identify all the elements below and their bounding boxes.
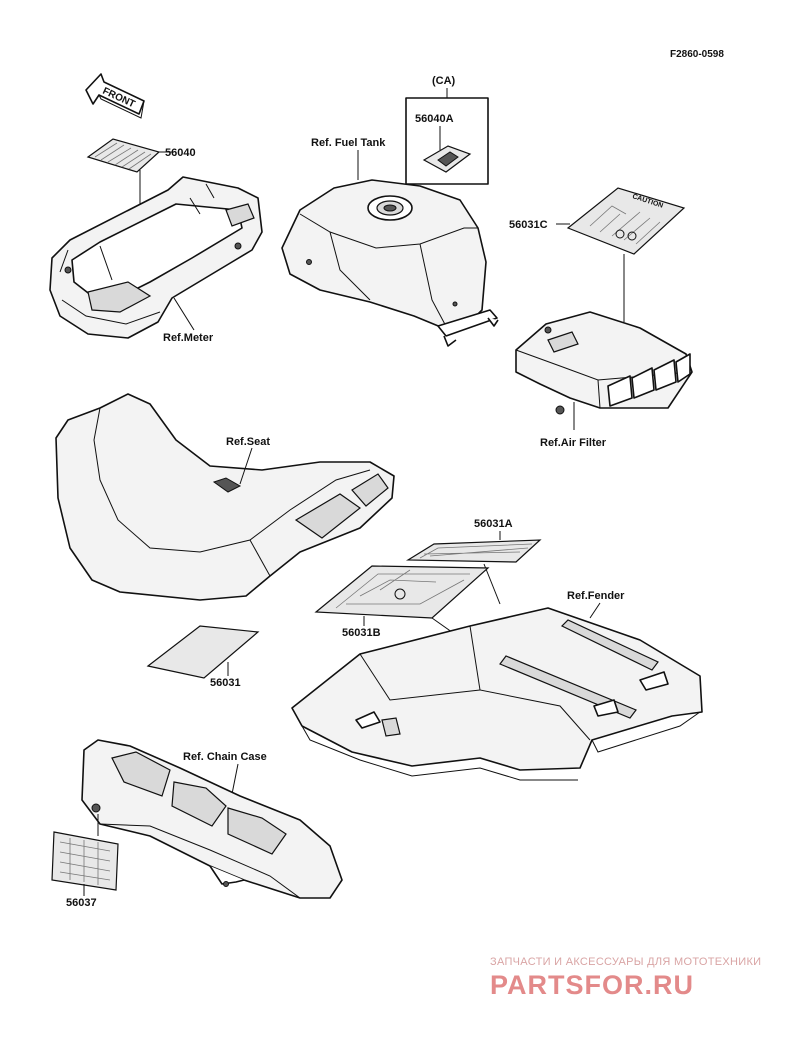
label-fuel-tank: Ref. Fuel Tank: [311, 137, 386, 149]
ca-56040A: (CA) 56040A: [405, 75, 489, 185]
label-56031: 56031: [210, 677, 241, 689]
watermark-logo: PARTSFOR.RU: [490, 970, 694, 1000]
seat-part: Ref.Seat: [55, 393, 395, 601]
decal-56031A: 56031A: [405, 518, 542, 605]
watermark-tagline: ЗАПЧАСТИ И АКСЕССУАРЫ ДЛЯ МОТОТЕХНИКИ: [490, 956, 761, 968]
label-56040: 56040: [165, 147, 196, 159]
decal-56037: 56037: [51, 831, 119, 909]
label-air-filter: Ref.Air Filter: [540, 437, 607, 449]
label-56031B: 56031B: [342, 627, 381, 639]
label-fender: Ref.Fender: [567, 590, 625, 602]
meter-part: Ref.Meter: [49, 176, 263, 344]
decal-56040: 56040: [86, 138, 196, 222]
label-56037: 56037: [66, 897, 97, 909]
label-meter: Ref.Meter: [163, 332, 214, 344]
decal-56031: 56031: [146, 625, 260, 689]
air-filter-part: Ref.Air Filter: [515, 311, 693, 449]
decal-56031B: 56031B: [314, 565, 490, 643]
label-56031A: 56031A: [474, 518, 513, 530]
label-seat: Ref.Seat: [226, 436, 270, 448]
front-arrow-icon: FRONT: [85, 73, 145, 119]
watermark: ЗАПЧАСТИ И АКСЕССУАРЫ ДЛЯ МОТОТЕХНИКИ PA…: [490, 956, 761, 1000]
fuel-tank-part: Ref. Fuel Tank: [281, 137, 499, 347]
chain-case-part: Ref. Chain Case: [81, 739, 343, 899]
label-56031C: 56031C: [509, 219, 548, 231]
diagram-code: F2860-0598: [670, 49, 724, 60]
label-ca: (CA): [432, 75, 456, 87]
fender-part: Ref.Fender: [291, 590, 703, 781]
label-56040A: 56040A: [415, 113, 454, 125]
label-chain-case: Ref. Chain Case: [183, 751, 267, 763]
decal-56031C: 56031C CAUTION: [509, 187, 686, 322]
